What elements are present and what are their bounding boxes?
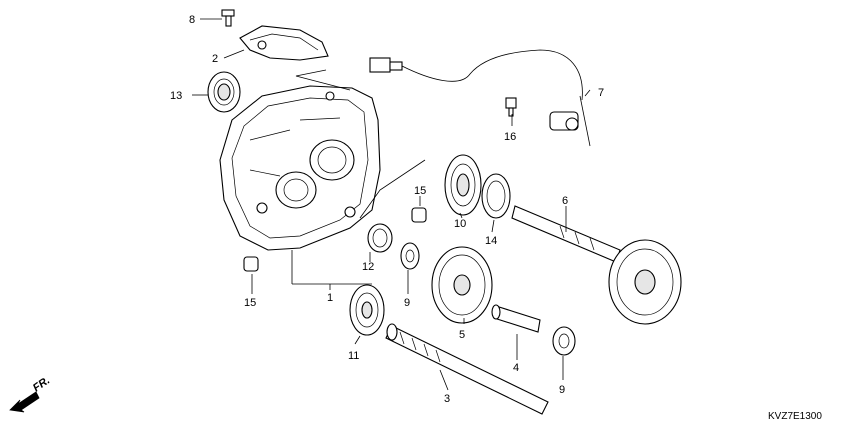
leader-lines bbox=[192, 18, 591, 391]
cover-part bbox=[239, 25, 329, 61]
callout-10: 10 bbox=[454, 218, 466, 230]
callout-1: 1 bbox=[327, 292, 333, 304]
callout-12: 12 bbox=[362, 261, 374, 273]
seal-ring-part bbox=[481, 173, 511, 219]
gear-part bbox=[431, 246, 493, 324]
callout-9-lower: 9 bbox=[559, 384, 565, 396]
dowel-pin-part bbox=[243, 207, 427, 272]
final-shaft-part bbox=[511, 205, 682, 325]
needle-bearing-part bbox=[367, 223, 393, 253]
countershaft-part bbox=[491, 304, 541, 333]
bolt-part bbox=[221, 9, 235, 27]
sensor-part bbox=[369, 49, 583, 131]
callout-13: 13 bbox=[170, 90, 182, 102]
diagram-code: KVZ7E1300 bbox=[768, 411, 822, 422]
direction-label: FR. bbox=[31, 374, 52, 394]
callout-8: 8 bbox=[189, 14, 195, 26]
callout-15-upper: 15 bbox=[414, 185, 426, 197]
front-direction-arrow-icon bbox=[9, 391, 40, 413]
callout-9-upper: 9 bbox=[404, 297, 410, 309]
crankcase-cover-part bbox=[219, 85, 381, 251]
callout-6: 6 bbox=[562, 195, 568, 207]
bearing-part bbox=[444, 154, 482, 216]
oil-seal-part bbox=[207, 71, 241, 113]
callout-14: 14 bbox=[485, 235, 497, 247]
bearing-lower-part bbox=[349, 284, 385, 336]
callout-2: 2 bbox=[212, 53, 218, 65]
callout-16: 16 bbox=[504, 131, 516, 143]
callout-7: 7 bbox=[598, 87, 604, 99]
washer-lower-part bbox=[552, 326, 576, 356]
callout-4: 4 bbox=[513, 362, 519, 374]
drive-shaft-part bbox=[385, 323, 549, 415]
callout-3: 3 bbox=[444, 393, 450, 405]
washer-part bbox=[400, 242, 420, 270]
callout-15-lower: 15 bbox=[244, 297, 256, 309]
callout-5: 5 bbox=[459, 329, 465, 341]
callout-11: 11 bbox=[348, 350, 359, 362]
